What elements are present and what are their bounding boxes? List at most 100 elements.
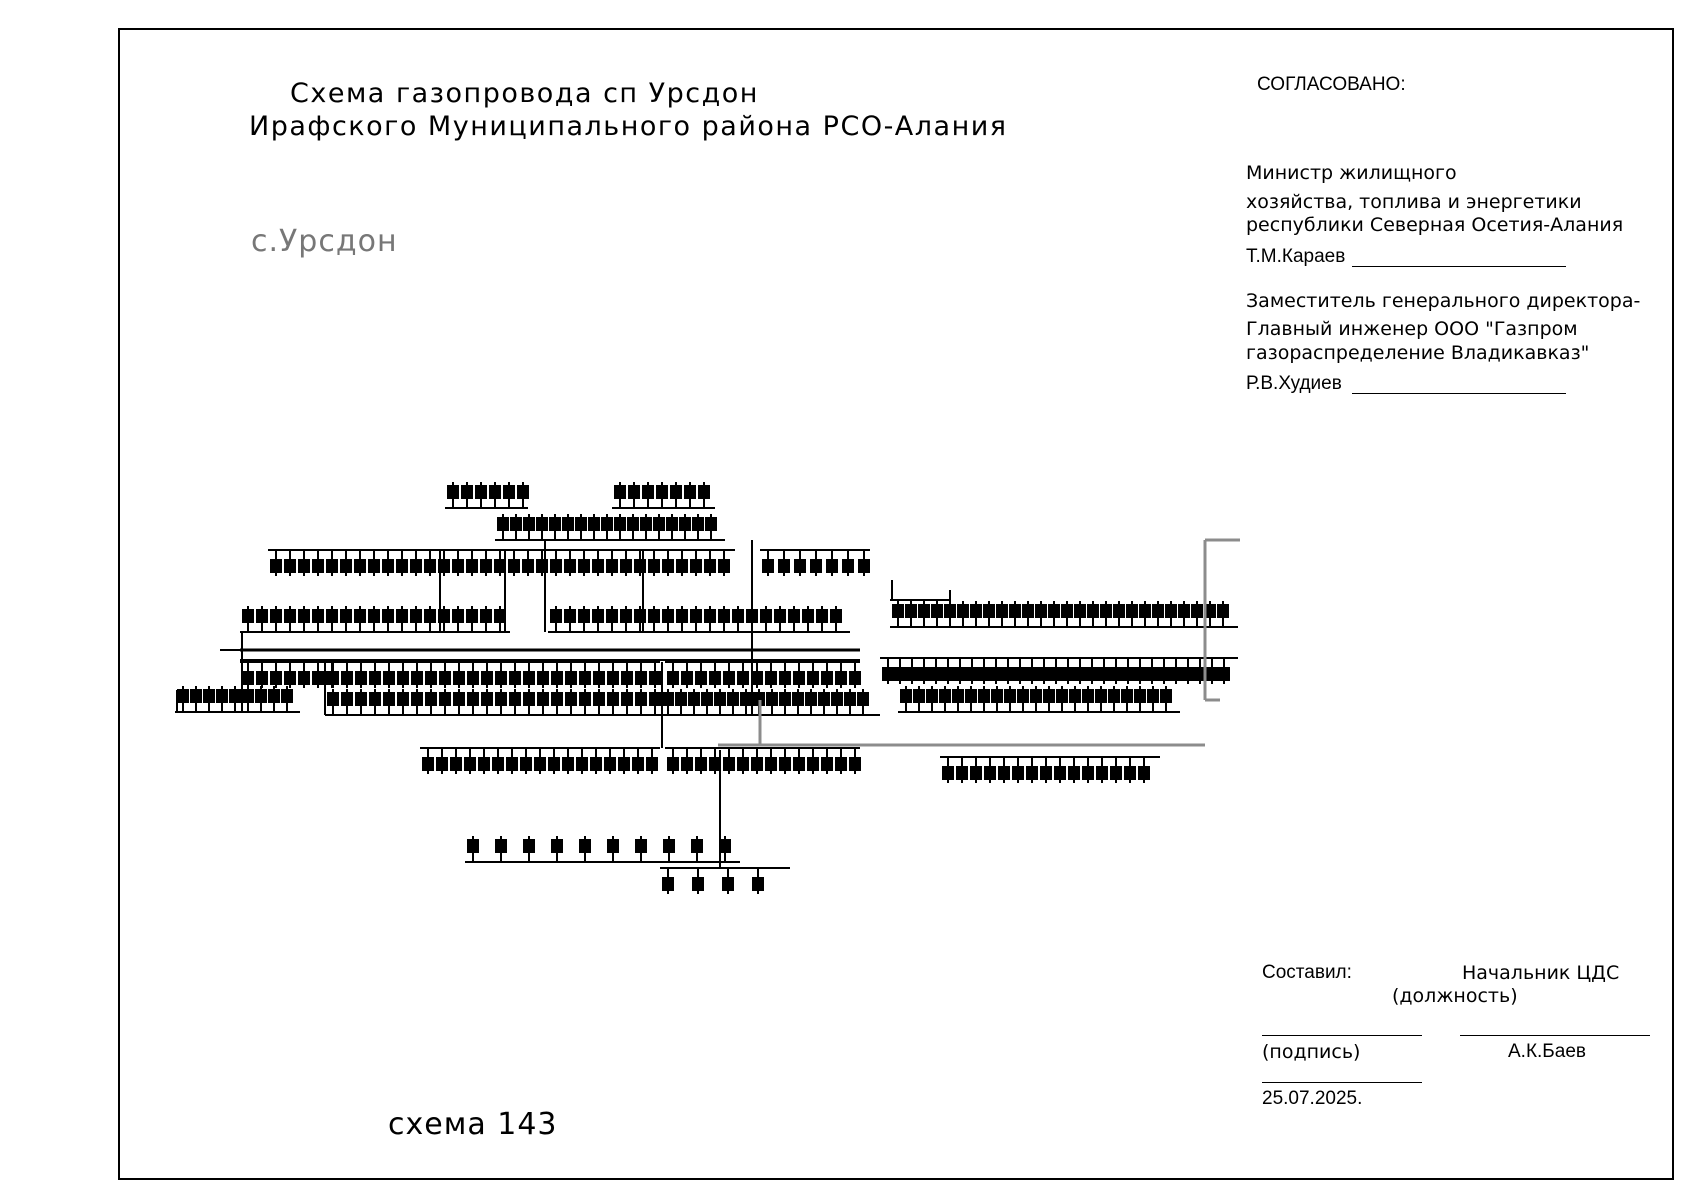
consumer-connection	[509, 662, 521, 688]
consumer-connection	[369, 662, 381, 688]
consumer-connection	[1134, 686, 1146, 712]
consumer-connection	[576, 748, 588, 774]
consumer-connection	[662, 606, 674, 632]
consumer-connection	[1113, 601, 1125, 627]
consumer-connection	[256, 662, 268, 688]
consumer-connection	[354, 606, 366, 632]
consumer-connection	[396, 606, 408, 632]
consumer-connection	[970, 601, 982, 627]
consumer-connection	[978, 686, 990, 712]
consumer-connection	[662, 868, 674, 894]
consumer-connection	[996, 601, 1008, 627]
consumer-connection	[692, 514, 704, 540]
consumer-connection	[523, 514, 535, 540]
consumer-connection	[536, 514, 548, 540]
deputy-line-2: Главный инженер ООО "Газпром	[1246, 318, 1578, 340]
consumer-connection	[452, 606, 464, 632]
consumer-connection	[670, 482, 682, 508]
consumer-connection	[701, 689, 713, 715]
consumer-connection	[1108, 686, 1120, 712]
consumer-connection	[807, 662, 819, 688]
consumer-connection	[905, 601, 917, 627]
consumer-connection	[425, 689, 437, 715]
title-line-2: Ирафского Муниципального района РСО-Алан…	[249, 111, 1008, 142]
consumer-connection	[464, 748, 476, 774]
consumer-connection	[984, 757, 996, 783]
consumer-connection	[1035, 601, 1047, 627]
consumer-connection	[506, 748, 518, 774]
consumer-connection	[718, 606, 730, 632]
consumer-connection	[807, 748, 819, 774]
consumer-connection	[355, 689, 367, 715]
consumer-connection	[1191, 601, 1203, 627]
consumer-connection	[523, 662, 535, 688]
date-line	[1262, 1082, 1422, 1083]
consumer-connection	[627, 514, 639, 540]
consumer-connection	[508, 550, 520, 576]
consumer-connection	[341, 689, 353, 715]
consumer-connection	[966, 658, 978, 684]
consumer-connection	[667, 662, 679, 688]
consumer-connection	[411, 662, 423, 688]
position-caption: (должность)	[1392, 985, 1518, 1007]
consumer-connection	[778, 550, 790, 576]
consumer-connection	[737, 748, 749, 774]
consumer-connection	[646, 748, 658, 774]
consumer-connection	[695, 748, 707, 774]
consumer-connection	[190, 686, 202, 712]
consumer-connection	[882, 658, 894, 684]
consumer-connection	[467, 836, 479, 862]
village-label: с.Урсдон	[251, 224, 398, 259]
consumer-connection	[410, 550, 422, 576]
signature-line	[1262, 1035, 1422, 1036]
consumer-connection	[590, 748, 602, 774]
consumer-connection	[667, 748, 679, 774]
consumer-connection	[991, 686, 1003, 712]
consumer-connection	[383, 662, 395, 688]
consumer-connection	[436, 748, 448, 774]
consumer-connection	[1160, 686, 1172, 712]
consumer-connection	[779, 689, 791, 715]
consumer-connection	[718, 550, 730, 576]
consumer-connection	[1165, 601, 1177, 627]
consumer-connection	[618, 748, 630, 774]
consumer-connection	[439, 662, 451, 688]
consumer-connection	[894, 658, 906, 684]
consumer-connection	[1082, 686, 1094, 712]
consumer-connection	[492, 748, 504, 774]
consumer-connection	[579, 689, 591, 715]
consumer-connection	[1026, 658, 1038, 684]
consumer-connection	[480, 550, 492, 576]
consumer-connection	[681, 748, 693, 774]
consumer-connection	[1087, 601, 1099, 627]
consumer-connection	[497, 514, 509, 540]
consumer-connection	[723, 748, 735, 774]
consumer-connection	[1110, 757, 1122, 783]
consumer-connection	[942, 757, 954, 783]
consumer-connection	[312, 606, 324, 632]
consumer-connection	[340, 606, 352, 632]
consumer-connection	[793, 748, 805, 774]
consumer-connection	[242, 686, 254, 712]
consumer-connection	[621, 689, 633, 715]
deputy-line-3: газораспределение Владикавказ"	[1246, 342, 1590, 364]
consumer-connection	[1026, 757, 1038, 783]
consumer-connection	[461, 482, 473, 508]
consumer-connection	[620, 606, 632, 632]
consumer-connection	[579, 836, 591, 862]
consumer-connection	[779, 662, 791, 688]
consumer-connection	[510, 514, 522, 540]
consumer-connection	[495, 836, 507, 862]
consumer-connection	[1121, 686, 1133, 712]
consumer-connection	[666, 514, 678, 540]
consumer-connection	[1158, 658, 1170, 684]
signature-caption: (подпись)	[1262, 1041, 1361, 1063]
consumer-connection	[326, 606, 338, 632]
consumer-connection	[268, 686, 280, 712]
consumer-connection	[648, 550, 660, 576]
consumer-connection	[298, 662, 310, 688]
consumer-connection	[737, 662, 749, 688]
consumer-connection	[681, 662, 693, 688]
consumer-connection	[424, 606, 436, 632]
